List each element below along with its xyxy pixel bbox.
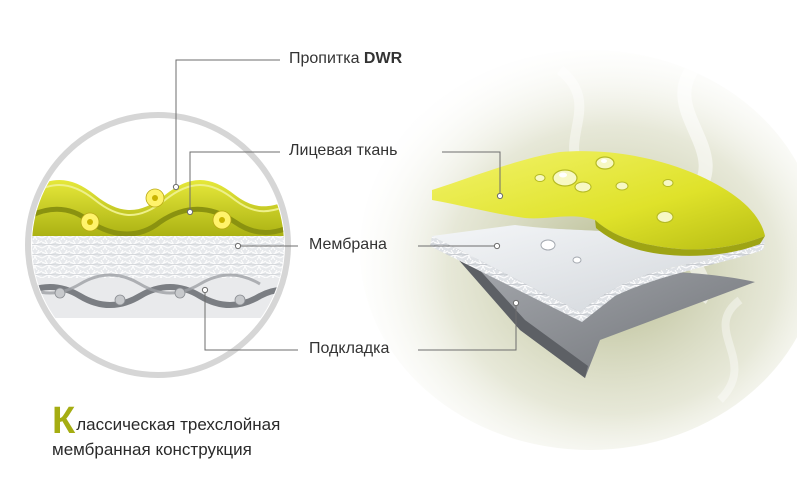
label-dwr-bold: DWR (363, 50, 403, 67)
caption-line-1-rest: лассическая трехслойная (76, 415, 281, 434)
lining-edge (450, 244, 588, 378)
face-fabric-edge (595, 220, 765, 256)
label-lining: Подкладка (309, 340, 390, 357)
water-droplets (534, 156, 674, 264)
leader-dots (172, 183, 520, 307)
caption-line-2: мембранная конструкция (52, 440, 252, 459)
caption-line-1: Классическая трехслойная (52, 402, 281, 440)
leader-lines (175, 59, 517, 351)
label-dwr-prefix: Пропитка (289, 50, 364, 67)
leader-line-dwr (175, 59, 280, 186)
membrane-edge (430, 236, 765, 322)
face-fabric-layer (432, 151, 765, 250)
leader-line-face-fabric (189, 151, 280, 212)
label-dwr: Пропитка DWR (289, 50, 402, 68)
label-face-fabric: Лицевая ткань (289, 142, 398, 159)
leader-line-lining-3d (418, 303, 517, 351)
leader-line-face-fabric-3d (442, 151, 501, 196)
caption-initial: К (52, 400, 76, 442)
cross-section (32, 180, 284, 318)
leader-line-lining (204, 290, 298, 351)
label-membrane: Мембрана (309, 236, 387, 253)
caption: Классическая трехслойная мембранная конс… (52, 402, 281, 462)
